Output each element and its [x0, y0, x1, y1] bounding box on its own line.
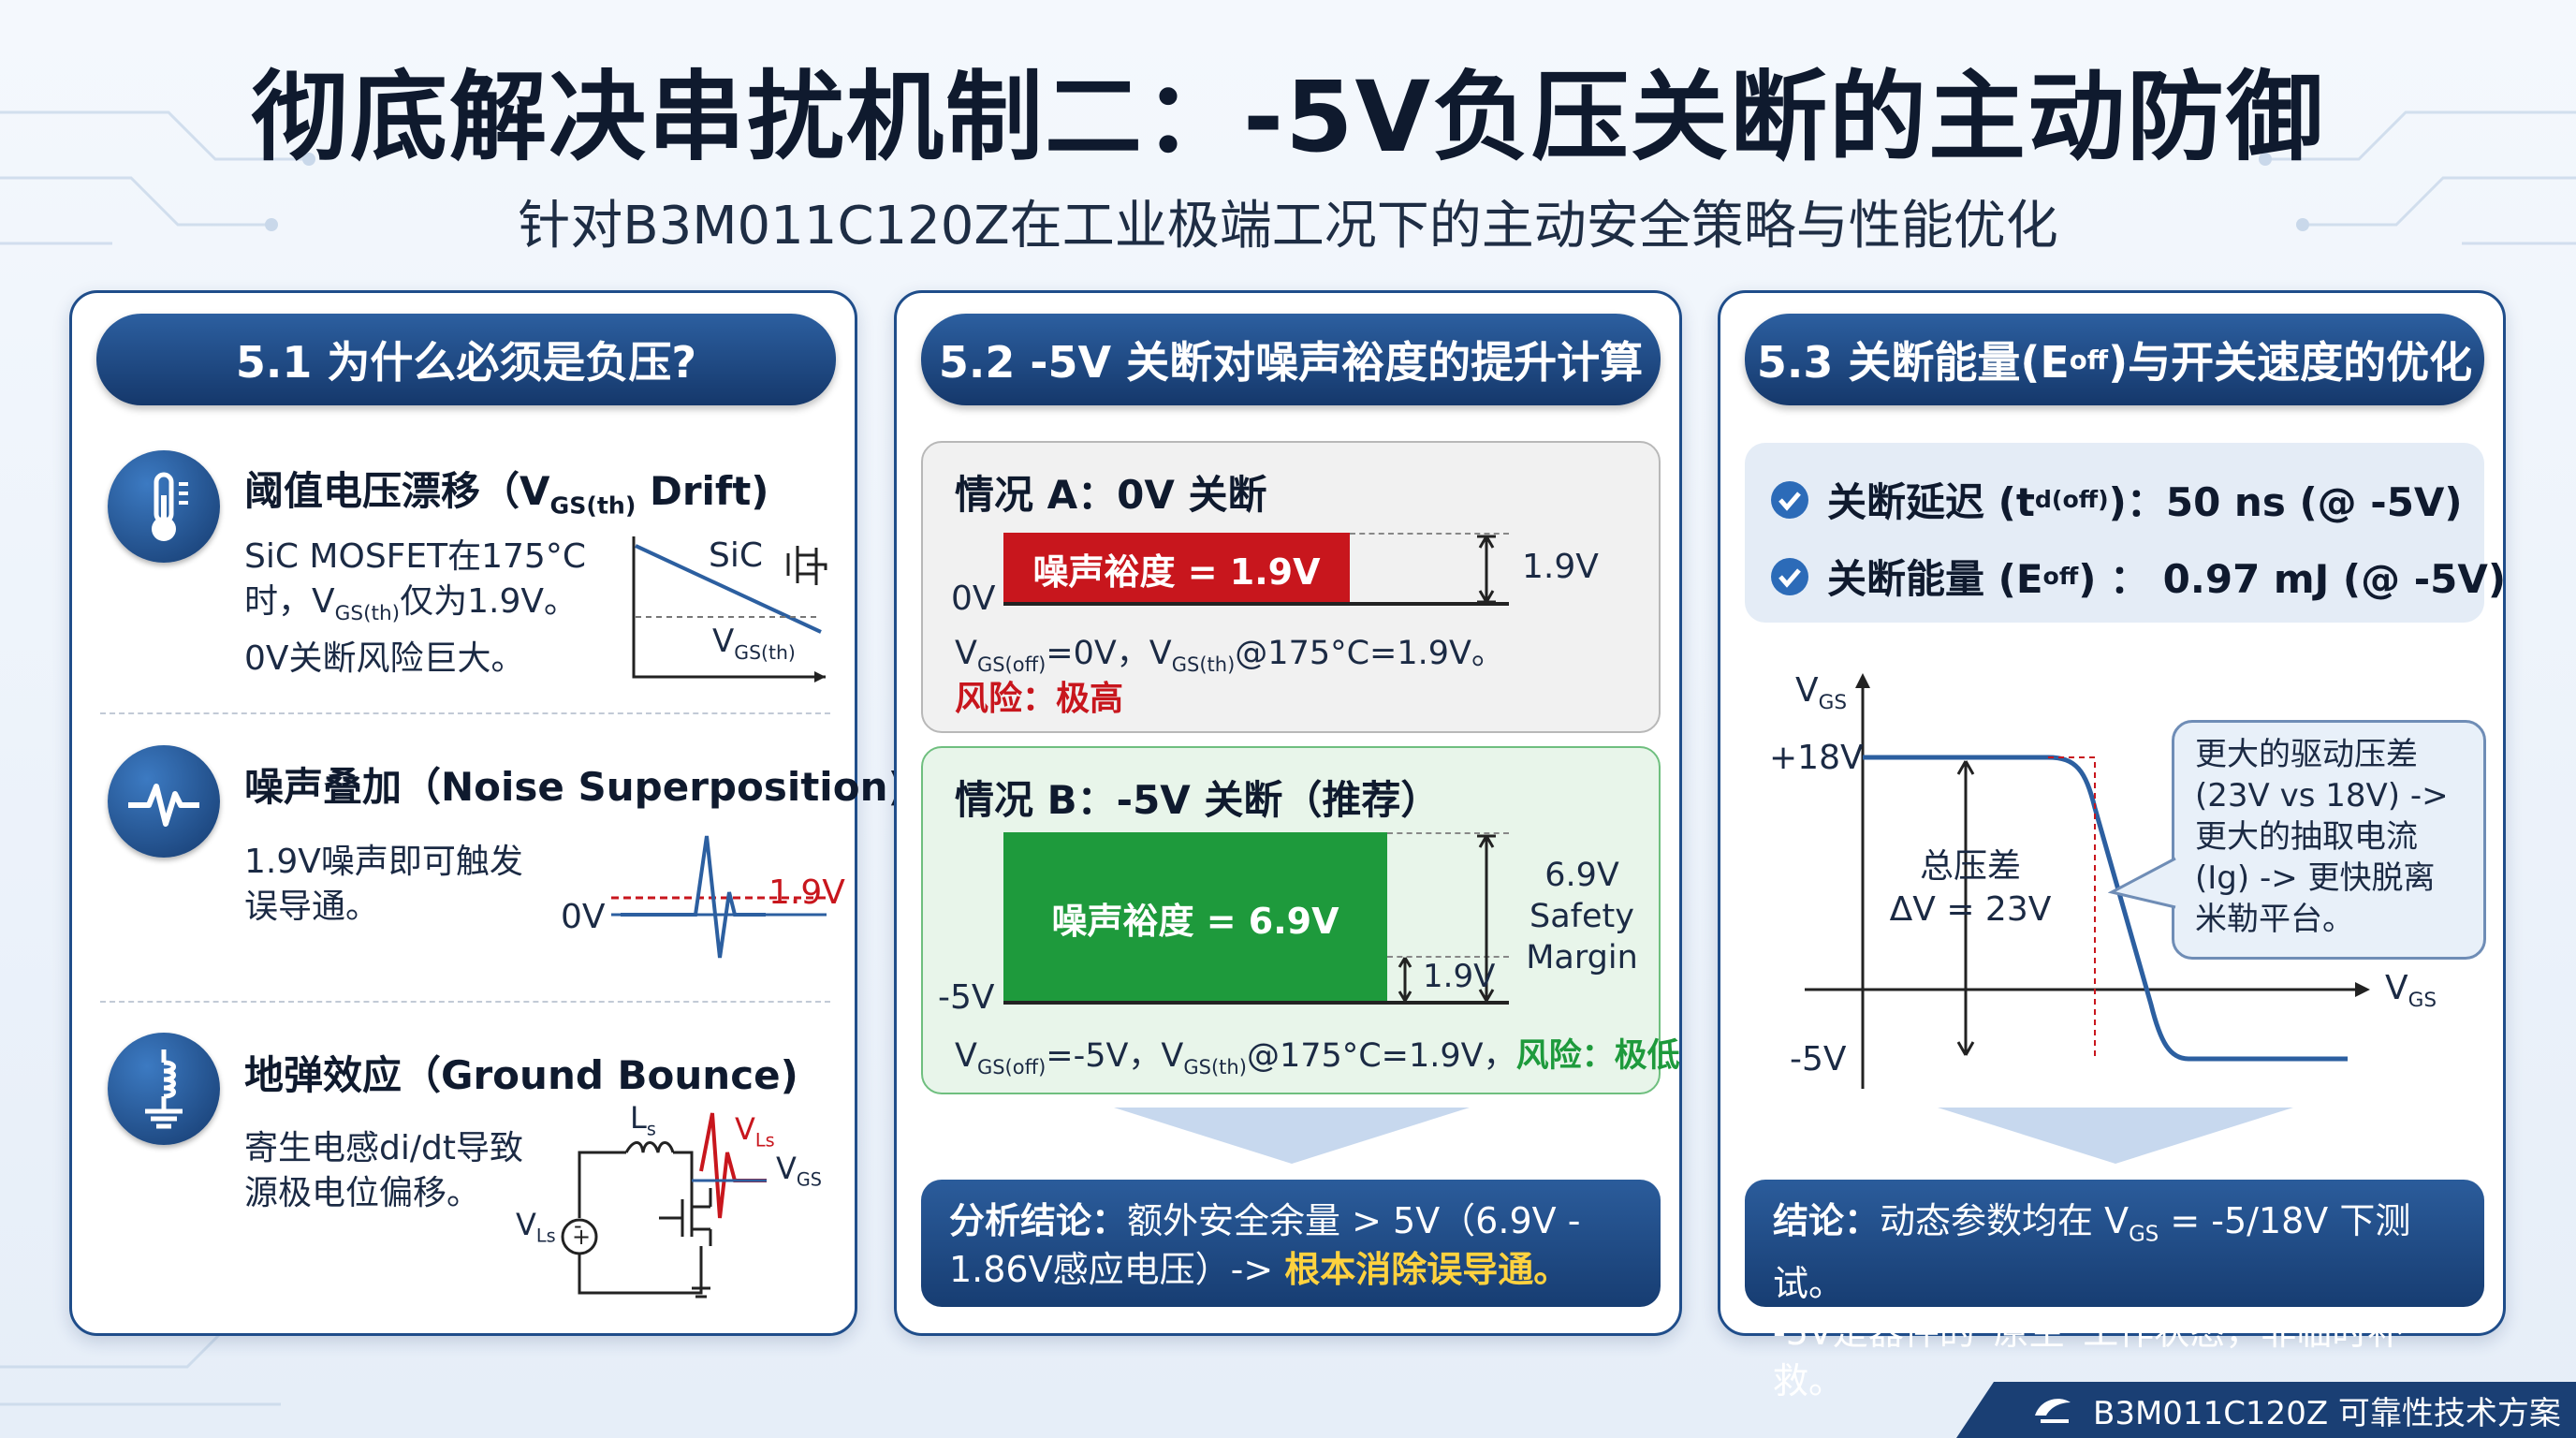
chart-bottom-label: -5V [1790, 1040, 1847, 1078]
thermometer-icon [108, 450, 220, 563]
case-b-small-arrow [1398, 957, 1412, 1002]
ground-bounce-text: 寄生电感di/dt导致源极电位偏移。 [244, 1129, 523, 1212]
ground-inductor-icon [108, 1033, 220, 1145]
case-b-small-label: 1.9V [1423, 958, 1496, 995]
svg-text:+: + [572, 1224, 591, 1250]
drift-text: SiC MOSFET在175°C 时，VGS(th)仅为1.9V。 0V关断风险… [244, 537, 586, 679]
noise-zero-label: 0V [561, 898, 606, 936]
case-b-neg-label: -5V [938, 978, 995, 1017]
panel-noise-margin-calc: 5.2 -5V 关断对噪声裕度的提升计算 情况 A：0V 关断 噪声裕度 = 1… [894, 290, 1682, 1336]
footer-text: B3M011C120Z 可靠性技术方案 [2093, 1394, 2561, 1432]
drift-chart-sic-label: SiC [709, 536, 763, 575]
chart-x-axis-label: VGS [2385, 969, 2437, 1013]
svg-text:-: - [574, 1212, 582, 1239]
case-a-formula: VGS(off)=0V，VGS(th)@175°C=1.9V。 [955, 635, 1504, 676]
case-a-baseline [1003, 602, 1509, 606]
ground-bounce-circuit: + - [561, 1112, 767, 1299]
panel-negative-voltage-reasons: 5.1 为什么必须是负压? 阈值电压漂移（VGS(th) Drift) SiC … [69, 290, 906, 1336]
drift-chart [632, 536, 827, 682]
drift-chart-vgs-label: VGS(th) [712, 623, 796, 664]
noise-title: 噪声叠加（Noise Superposition) [244, 764, 906, 810]
case-a-dimension-arrow [1477, 535, 1496, 604]
case-b-margin-bar: 噪声裕度 = 6.9V [1003, 832, 1387, 1003]
case-a-box: 情况 A：0V 关断 噪声裕度 = 1.9V 1.9V 0V VGS(off)=… [921, 441, 1661, 733]
panel2-header: 5.2 -5V 关断对噪声裕度的提升计算 [921, 314, 1661, 405]
page-title: 彻底解决串扰机制二：-5V负压关断的主动防御 [250, 60, 2326, 174]
page-subtitle: 针对B3M011C120Z在工业极端工况下的主动安全策略与性能优化 [518, 196, 2058, 257]
case-a-margin-bar: 噪声裕度 = 1.9V [1003, 533, 1350, 604]
drift-title: 阈值电压漂移（VGS(th) Drift) [244, 468, 769, 520]
vls-spike-label: VLs [735, 1111, 775, 1152]
noise-text: 1.9V噪声即可触发误导通。 [244, 843, 523, 926]
check-icon [1771, 480, 1808, 519]
vgs-label: VGS [776, 1151, 822, 1191]
chart-top-label: +18V [1769, 739, 1864, 777]
footer-banner: B3M011C120Z 可靠性技术方案 [1956, 1382, 2576, 1438]
case-b-baseline [1003, 1001, 1509, 1005]
case-b-formula: VGS(off)=-5V，VGS(th)@175°C=1.9V，风险：极低 [955, 1037, 1680, 1078]
pulse-wave-icon [108, 745, 220, 858]
case-b-top-line [1387, 832, 1509, 834]
case-b-dimension-arrow [1477, 834, 1496, 1002]
case-a-top-line [1350, 533, 1509, 535]
divider [100, 712, 830, 714]
panel2-conclusion: 分析结论：额外安全余量 > 5V（6.9V - 1.86V感应电压）-> 根本消… [921, 1180, 1661, 1307]
down-arrow [1114, 1108, 1470, 1164]
callout-pointer [2108, 857, 2176, 909]
case-a-risk: 风险：极高 [955, 680, 1124, 718]
panel1-header: 5.1 为什么必须是负压? [96, 314, 836, 405]
noise-spike-chart [611, 835, 827, 959]
case-b-title: 情况 B：-5V 关断（推荐） [955, 777, 1441, 823]
vgs-waveform-chart [1805, 673, 2370, 1089]
callout-drive-voltage: 更大的驱动压差(23V vs 18V) ->更大的抽取电流(Ig) -> 更快脱… [2172, 720, 2486, 960]
case-a-zero-label: 0V [951, 580, 996, 618]
panel3-conclusion: 结论：动态参数均在 VGS = -5/18V 下测试。 -5V是器件的“原生”工… [1745, 1180, 2484, 1401]
logo-icon [2035, 1399, 2071, 1423]
ground-bounce-title: 地弹效应（Ground Bounce) [244, 1052, 798, 1098]
check-icon [1771, 557, 1808, 595]
divider [100, 1001, 830, 1003]
ls-label: Ls [630, 1100, 656, 1140]
case-a-dimension-label: 1.9V [1522, 548, 1599, 586]
case-b-threshold-line [1387, 956, 1509, 958]
chart-y-axis-label: VGS [1795, 671, 1848, 715]
vls-source-label: VLs [516, 1207, 556, 1247]
noise-threshold-label: 1.9V [768, 873, 845, 912]
case-a-title: 情况 A：0V 关断 [955, 472, 1267, 518]
down-arrow [1938, 1108, 2293, 1164]
